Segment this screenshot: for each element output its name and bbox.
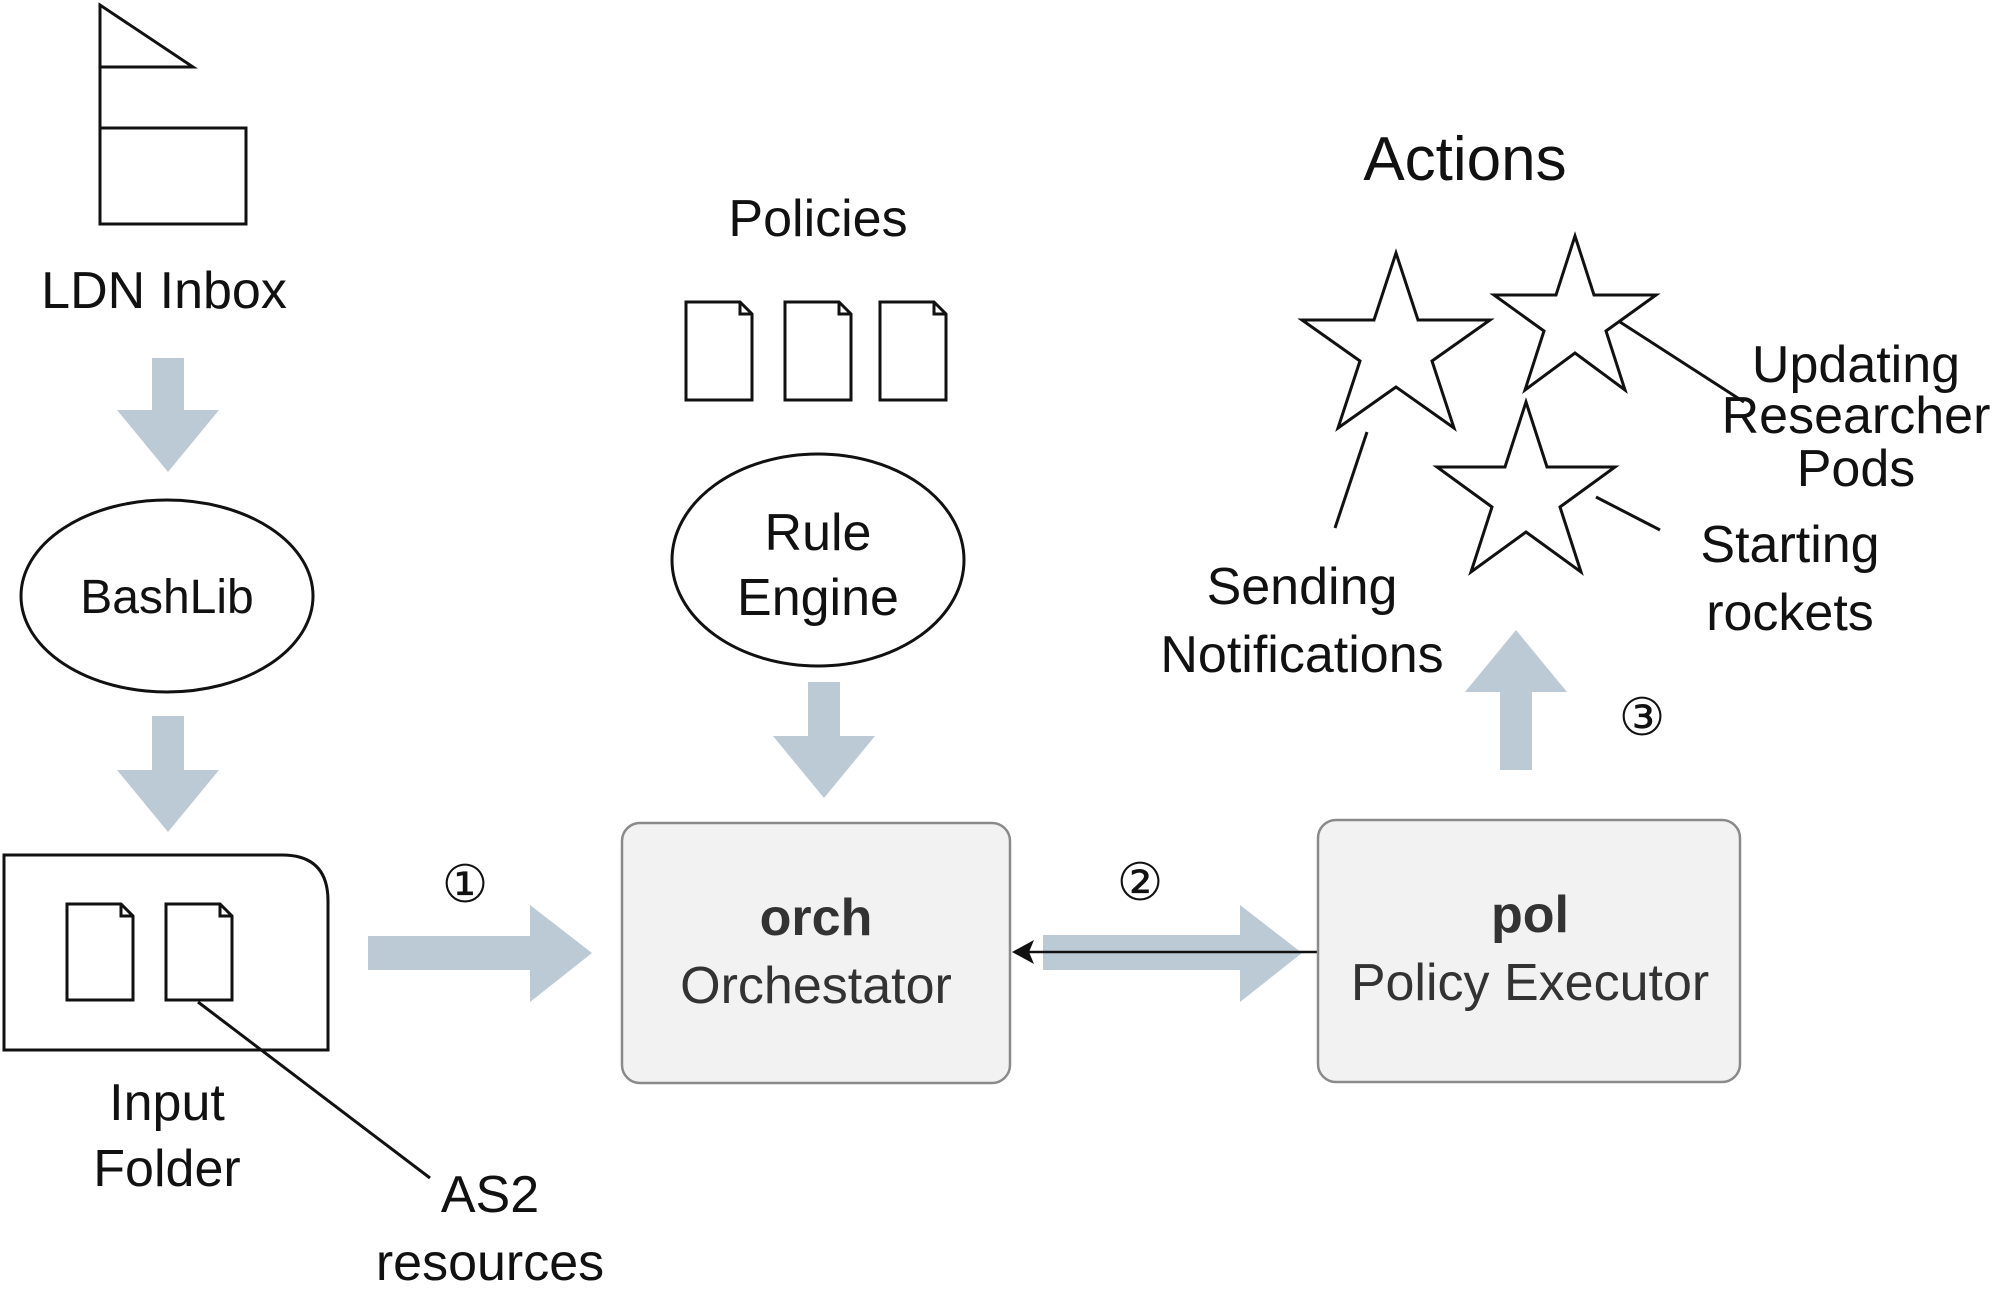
arrow-folder-to-orch bbox=[368, 905, 592, 1002]
rule-engine-node bbox=[670, 452, 966, 668]
as2-label-line1: AS2 bbox=[441, 1166, 539, 1224]
starting-label-line2: rockets bbox=[1706, 584, 1874, 642]
sending-label-line1: Sending bbox=[1207, 558, 1398, 616]
policy-executor-node bbox=[1316, 818, 1742, 1084]
policy-executor-subtitle: Policy Executor bbox=[1351, 954, 1709, 1012]
rule-engine-label-line2: Engine bbox=[737, 569, 899, 627]
as2-label-line2: resources bbox=[376, 1234, 604, 1292]
updating-label-line1: Updating bbox=[1752, 336, 1960, 394]
starting-rockets-star-icon bbox=[1432, 397, 1620, 576]
arrow-orch-to-pol bbox=[1043, 905, 1302, 1002]
arrow-bashlib-to-folder bbox=[117, 716, 219, 832]
orchestrator-node bbox=[620, 821, 1012, 1085]
as2-document-icon bbox=[65, 902, 135, 1002]
ldn-inbox-label: LDN Inbox bbox=[41, 262, 287, 320]
orchestrator-subtitle: Orchestator bbox=[680, 957, 952, 1015]
updating-callout-line bbox=[1619, 320, 1745, 404]
as2-document-icon bbox=[164, 902, 234, 1002]
policy-document-icon bbox=[878, 300, 948, 402]
arrow-rule-engine-to-orch bbox=[773, 682, 875, 798]
sending-notifications-star-icon bbox=[1297, 248, 1495, 432]
policy-document-icon bbox=[783, 300, 853, 402]
updating-label-line2: Researcher bbox=[1722, 387, 1991, 445]
policy-document-icon bbox=[684, 300, 754, 402]
step-three-marker: ③ bbox=[1619, 689, 1666, 747]
input-folder-label-line2: Folder bbox=[93, 1140, 240, 1198]
bashlib-label: BashLib bbox=[80, 571, 253, 624]
policies-label: Policies bbox=[728, 190, 907, 248]
starting-label-line1: Starting bbox=[1700, 516, 1879, 574]
updating-label-line3: Pods bbox=[1797, 440, 1916, 498]
input-folder-label-line1: Input bbox=[109, 1074, 225, 1132]
bashlib-node bbox=[19, 498, 315, 694]
arrow-inbox-to-bashlib bbox=[117, 358, 219, 472]
updating-pods-star-icon bbox=[1489, 231, 1661, 394]
mailbox-icon bbox=[98, 2, 248, 226]
step-two-marker: ② bbox=[1117, 854, 1164, 912]
orchestrator-title: orch bbox=[760, 889, 873, 947]
sending-label-line2: Notifications bbox=[1160, 626, 1443, 684]
policy-executor-title: pol bbox=[1491, 886, 1569, 944]
arrow-pol-to-actions bbox=[1465, 630, 1567, 770]
rule-engine-label-line1: Rule bbox=[765, 504, 872, 562]
actions-title: Actions bbox=[1363, 125, 1566, 194]
as2-callout-line bbox=[197, 1000, 431, 1180]
sending-callout-line bbox=[1333, 431, 1369, 529]
arrowhead-to-orch bbox=[1012, 940, 1034, 964]
starting-callout-line bbox=[1595, 495, 1661, 532]
step-one-marker: ① bbox=[442, 856, 489, 914]
